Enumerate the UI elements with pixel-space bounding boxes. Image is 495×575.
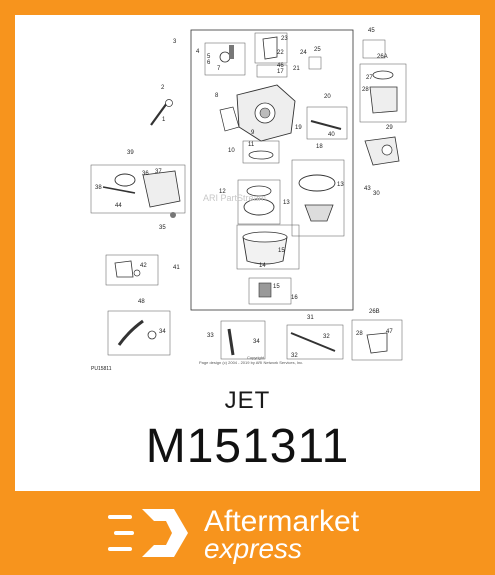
callout-38: 38 bbox=[95, 185, 102, 191]
callout-27: 27 bbox=[366, 75, 373, 81]
callout-26b: 26B bbox=[369, 309, 380, 315]
callout-46: 46 bbox=[277, 63, 284, 69]
callout-12: 12 bbox=[219, 189, 226, 195]
callout-9: 9 bbox=[251, 130, 255, 136]
callout-4: 4 bbox=[196, 49, 200, 55]
callout-17: 17 bbox=[277, 69, 284, 75]
callout-24: 24 bbox=[300, 50, 307, 56]
callout-1: 1 bbox=[162, 117, 166, 123]
callout-32a: 32 bbox=[323, 334, 330, 340]
callout-28b: 28 bbox=[356, 331, 363, 337]
callout-19: 19 bbox=[295, 125, 302, 131]
callout-36: 36 bbox=[142, 171, 149, 177]
callout-15b: 15 bbox=[273, 284, 280, 290]
callout-16: 16 bbox=[291, 295, 298, 301]
callout-37: 37 bbox=[155, 169, 162, 175]
callout-6: 6 bbox=[207, 60, 211, 66]
callout-13b: 13 bbox=[283, 200, 290, 206]
callout-14: 14 bbox=[259, 263, 266, 269]
callout-29: 29 bbox=[386, 125, 393, 131]
callout-33: 33 bbox=[207, 333, 214, 339]
callout-42: 42 bbox=[140, 263, 147, 269]
callout-45: 45 bbox=[368, 28, 375, 34]
callout-34a: 34 bbox=[253, 339, 260, 345]
callout-32b: 32 bbox=[291, 353, 298, 359]
callout-34b: 34 bbox=[159, 329, 166, 335]
callout-28a: 28 bbox=[362, 87, 369, 93]
callout-10: 10 bbox=[228, 148, 235, 154]
exploded-parts-diagram: ARI PartStream Copyright Page design (c)… bbox=[90, 28, 407, 372]
brand-logo-block: Aftermarket express bbox=[108, 503, 408, 564]
callout-26a: 26A bbox=[377, 54, 388, 60]
callout-2: 2 bbox=[161, 85, 165, 91]
callout-3: 3 bbox=[173, 39, 177, 45]
speed-hexagon-logo-icon bbox=[108, 509, 188, 557]
part-number: M151311 bbox=[145, 420, 350, 473]
callout-13a: 13 bbox=[337, 182, 344, 188]
callout-47: 47 bbox=[386, 329, 393, 335]
diagram-figure-code: PU15811 bbox=[91, 366, 112, 372]
callout-15a: 15 bbox=[278, 248, 285, 254]
callout-5: 5 bbox=[207, 54, 211, 60]
brand-name-line2: express bbox=[204, 533, 303, 564]
brand-name-line1: Aftermarket bbox=[204, 505, 360, 538]
callout-11: 11 bbox=[248, 142, 255, 148]
callout-43: 43 bbox=[364, 186, 371, 192]
callout-41: 41 bbox=[173, 265, 180, 271]
callout-23: 23 bbox=[281, 36, 288, 42]
diagram-copyright-1: Copyright bbox=[247, 355, 265, 360]
callout-25: 25 bbox=[314, 47, 321, 53]
callout-20: 20 bbox=[324, 94, 331, 100]
part-name: JET bbox=[224, 387, 271, 414]
callout-7: 7 bbox=[217, 66, 221, 72]
callout-39: 39 bbox=[127, 150, 134, 156]
callout-48: 48 bbox=[138, 299, 145, 305]
callout-18: 18 bbox=[316, 144, 323, 150]
callout-8: 8 bbox=[215, 93, 219, 99]
main-assembly-frame bbox=[190, 29, 354, 311]
callout-31: 31 bbox=[307, 315, 314, 321]
callout-30: 30 bbox=[373, 191, 380, 197]
callout-44: 44 bbox=[115, 203, 122, 209]
diagram-watermark: ARI PartStream bbox=[203, 193, 266, 203]
diagram-copyright-2: Page design (c) 2004 - 2019 by ARI Netwo… bbox=[199, 360, 303, 365]
product-card: ARI PartStream Copyright Page design (c)… bbox=[15, 15, 480, 491]
callout-21: 21 bbox=[293, 66, 300, 72]
callout-40: 40 bbox=[328, 132, 335, 138]
callout-22: 22 bbox=[277, 50, 284, 56]
callout-35: 35 bbox=[159, 225, 166, 231]
